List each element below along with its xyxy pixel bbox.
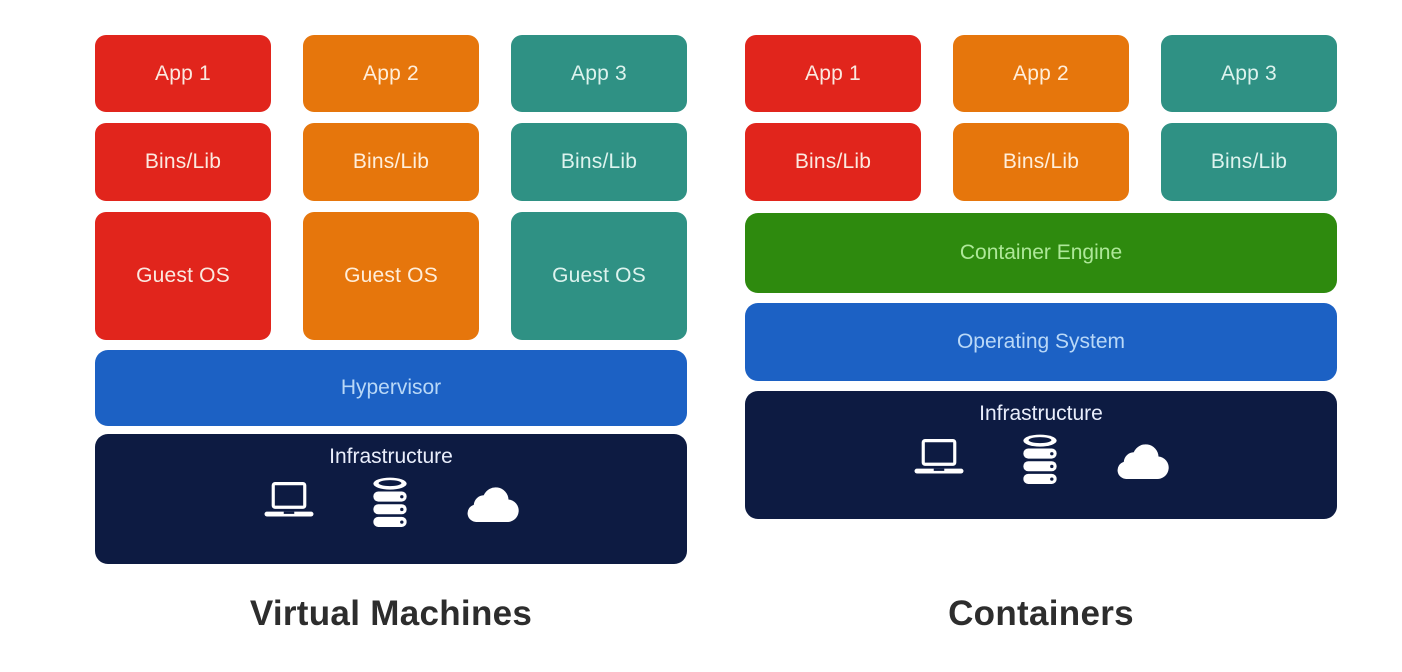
vm-infrastructure-layer: Infrastructure bbox=[95, 434, 687, 564]
ct-binslib3-box: Bins/Lib bbox=[1161, 123, 1337, 201]
ct-binslib1-box: Bins/Lib bbox=[745, 123, 921, 201]
ct-infrastructure-layer: Infrastructure bbox=[745, 391, 1337, 519]
database-icon bbox=[1019, 433, 1061, 485]
ct-app1-box: App 1 bbox=[745, 35, 921, 112]
ct-binslib2-box: Bins/Lib bbox=[953, 123, 1129, 201]
operating-system-layer: Operating System bbox=[745, 303, 1337, 381]
vm-guestos3-box: Guest OS bbox=[511, 212, 687, 340]
ct-infrastructure-label: Infrastructure bbox=[979, 402, 1103, 425]
vm-binslib2-box: Bins/Lib bbox=[303, 123, 479, 201]
laptop-icon bbox=[261, 479, 317, 525]
cloud-icon bbox=[1113, 439, 1171, 479]
vm-infrastructure-label: Infrastructure bbox=[329, 445, 453, 468]
vm-infrastructure-icons bbox=[261, 476, 521, 528]
virtual-machines-title: Virtual Machines bbox=[249, 594, 533, 633]
containers-title: Containers bbox=[948, 594, 1134, 633]
vm-binslib1-box: Bins/Lib bbox=[95, 123, 271, 201]
ct-app3-box: App 3 bbox=[1161, 35, 1337, 112]
container-engine-layer: Container Engine bbox=[745, 213, 1337, 293]
vm-binslib3-box: Bins/Lib bbox=[511, 123, 687, 201]
vm-guestos2-box: Guest OS bbox=[303, 212, 479, 340]
vm-app2-box: App 2 bbox=[303, 35, 479, 112]
ct-app2-box: App 2 bbox=[953, 35, 1129, 112]
laptop-icon bbox=[911, 436, 967, 482]
vm-app1-box: App 1 bbox=[95, 35, 271, 112]
cloud-icon bbox=[463, 482, 521, 522]
vm-app3-box: App 3 bbox=[511, 35, 687, 112]
database-icon bbox=[369, 476, 411, 528]
container-stack-grid: App 1 App 2 App 3 Bins/Lib Bins/Lib Bins… bbox=[745, 35, 1337, 201]
vm-guestos1-box: Guest OS bbox=[95, 212, 271, 340]
vm-stack-grid: App 1 App 2 App 3 Bins/Lib Bins/Lib Bins… bbox=[95, 35, 687, 340]
hypervisor-layer: Hypervisor bbox=[95, 350, 687, 426]
ct-infrastructure-icons bbox=[911, 433, 1171, 485]
